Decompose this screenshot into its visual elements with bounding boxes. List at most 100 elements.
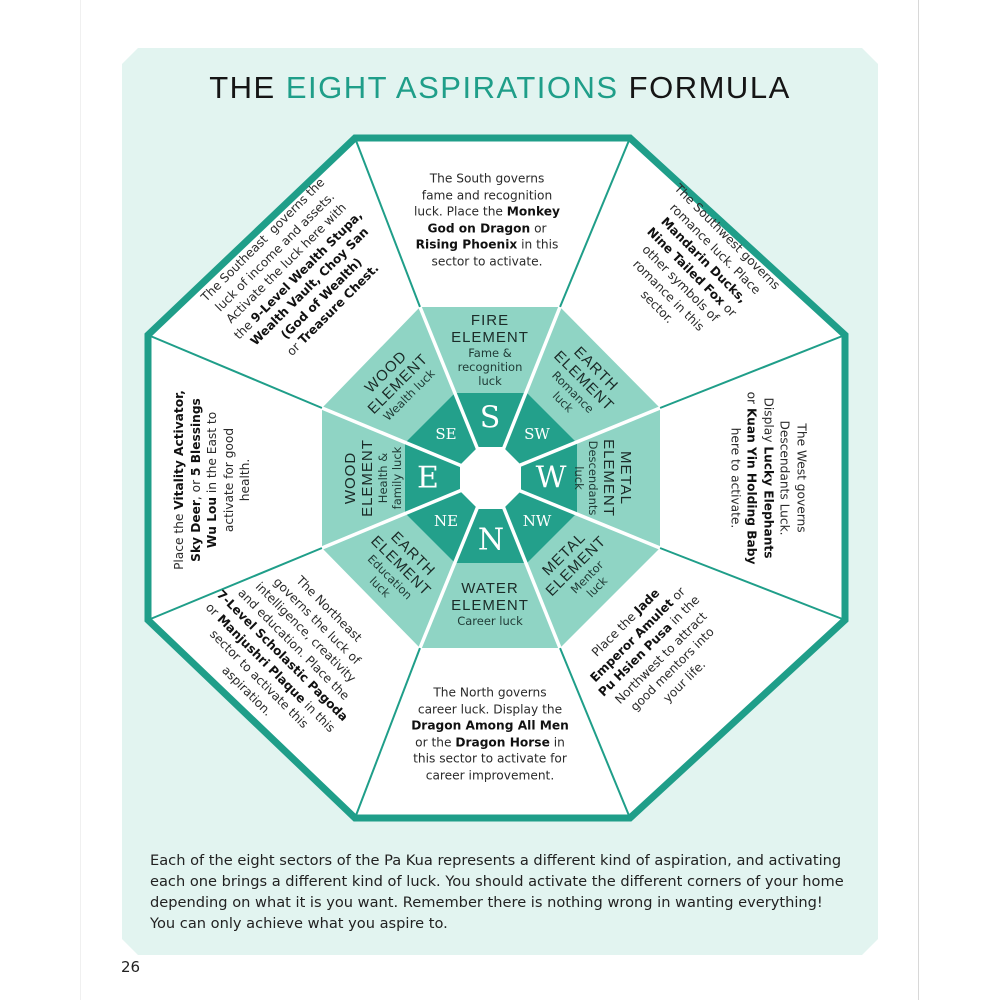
page-edge-left [80,0,81,1000]
text-segment: Descendants Luck. [777,420,792,536]
text-line: Rising Phoenix in this [414,237,560,254]
featured-item: Monkey [506,204,560,219]
element-luck: luck [572,466,586,490]
text-line: The North governs [411,685,569,702]
text-line: God on Dragon or [414,220,560,237]
text-line: or Kuan Yin Holding Baby [743,392,760,565]
direction-nw: NW [522,512,552,530]
text-line: career improvement. [411,767,569,784]
featured-item: God on Dragon [427,221,531,235]
direction-s: S [479,400,501,436]
featured-item: Sky Deer [188,500,203,562]
text-line: Display Lucky Elephants [760,392,777,565]
page-number: 26 [121,958,141,976]
direction-n: N [477,522,505,558]
inner-spoke [321,488,463,550]
text-segment: career improvement. [425,768,555,782]
text-segment: fame and recognition [421,188,553,202]
text-segment: this sector to activate for [413,751,567,766]
text-segment: luck. Place the [414,204,507,219]
text-segment: or the [415,735,456,749]
text-segment: in the East to [204,411,219,497]
direction-se: SE [435,425,457,443]
text-line: Descendants Luck. [776,392,793,565]
text-line: Wu Lou in the East to [204,390,221,570]
element-word: ELEMENT [359,439,376,517]
text-segment: The South governs [429,171,545,186]
outer-spokes [147,137,846,819]
featured-item: Rising Phoenix [415,237,518,252]
featured-item: 5 Blessings [188,398,203,476]
element-word: ELEMENT [451,329,529,346]
inner-spoke [501,306,562,451]
direction-w: W [535,460,567,496]
text-line: Place the Vitality Activator, [171,390,188,570]
spoke [147,334,323,409]
center-octagon [460,447,521,509]
spoke [659,334,846,409]
spoke [559,137,631,308]
text-line: Dragon Among All Men [411,718,569,735]
featured-item: Dragon Among All Men [411,718,569,733]
text-segment: or [744,391,759,408]
title-part-1: THE [209,70,286,105]
element-luck: Descendants [586,440,600,516]
element-name: WOOD [342,451,359,505]
spoke [354,647,421,819]
direction-e: E [417,460,439,496]
element-luck: Fame & [468,346,512,360]
element-luck: Health & [376,452,390,504]
featured-item: Lucky Elephants [761,446,776,559]
featured-item: Kuan Yin Holding Baby [744,407,759,565]
text-line: luck. Place the Monkey [414,204,560,221]
element-name: FIRE [470,312,510,329]
spoke [147,547,323,621]
text-segment: The West governs [794,423,809,533]
element-luck: Career luck [457,614,523,628]
text-line: here to activate. [727,392,744,565]
inner-spoke [501,505,562,649]
inner-spoke [517,406,661,468]
text-segment: in this [517,237,559,252]
element-name: METAL [617,451,634,505]
text-segment: here to activate. [728,427,743,529]
spoke [354,137,421,308]
text-segment: health. [237,458,252,502]
element-name: WATER [461,580,519,597]
text-segment: activate for good [221,427,236,533]
featured-item: Dragon Horse [455,735,550,749]
text-segment: , or [188,475,203,501]
element-luck: recognition [457,360,523,374]
element-luck: family luck [390,446,404,510]
text-line: The South governs [414,171,560,188]
spoke [659,547,846,621]
text-line: sector to activate. [414,253,560,270]
text-line: fame and recognition [414,187,560,204]
spoke [559,647,631,819]
text-line: this sector to activate for [411,751,569,768]
text-segment: in [549,735,565,749]
page-title: THE EIGHT ASPIRATIONS FORMULA [0,70,1000,106]
inner-spoke [321,406,463,468]
page-edge-right [918,0,919,1000]
featured-item: Vitality Activator, [171,390,186,510]
sector-east-text: Place the Vitality Activator,Sky Deer, o… [171,390,254,570]
text-line: activate for good [220,390,237,570]
text-line: health. [237,390,254,570]
text-line: career luck. Display the [411,701,569,718]
inner-spoke [418,306,480,451]
text-segment: Display [761,397,776,447]
direction-sw: SW [524,425,550,443]
text-segment: or [530,221,547,235]
text-line: Sky Deer, or 5 Blessings [187,390,204,570]
text-segment: career luck. Display the [417,702,563,716]
element-word: ELEMENT [451,597,529,614]
inner-spoke [418,505,480,649]
title-part-2: FORMULA [618,70,791,105]
